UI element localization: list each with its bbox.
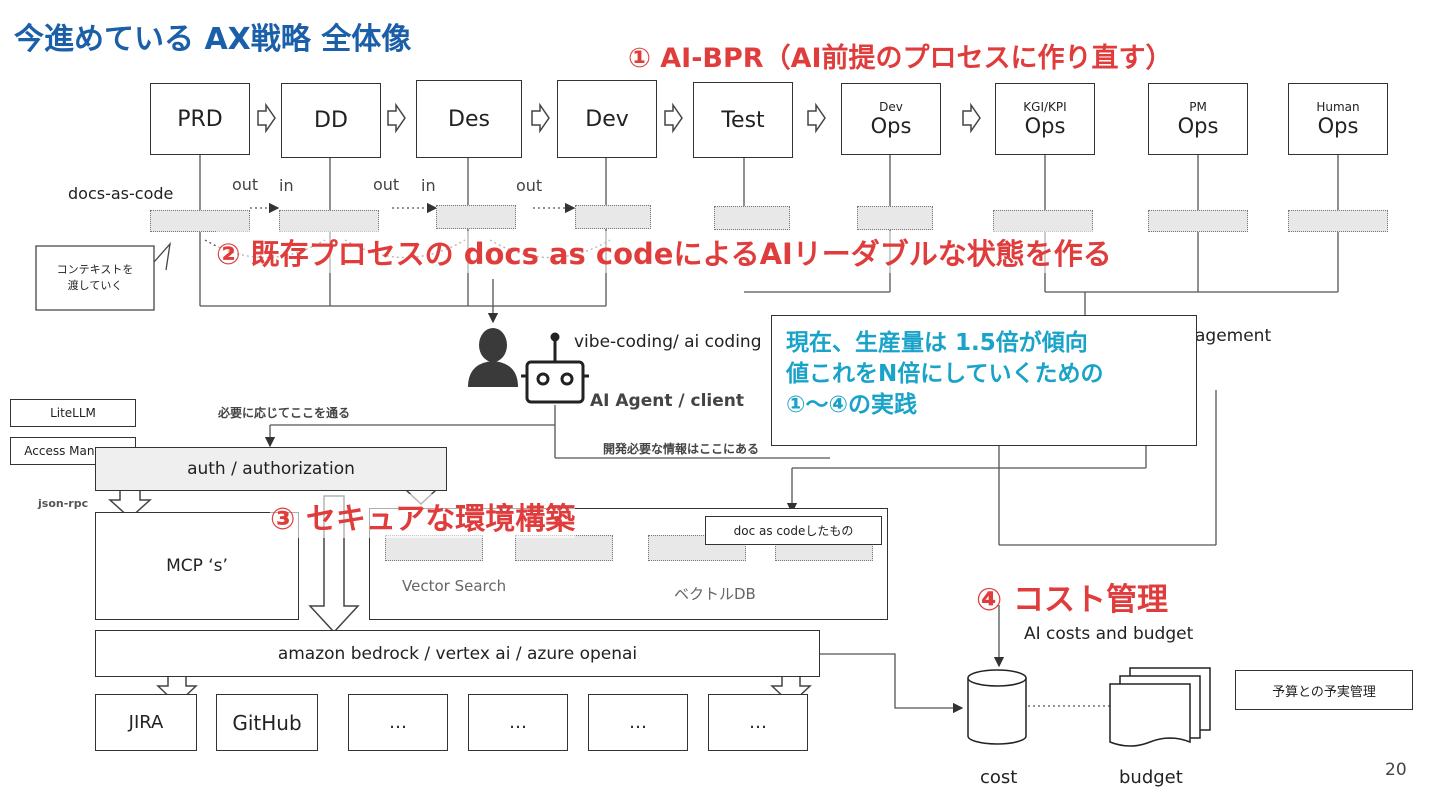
- person-icon: [468, 328, 518, 387]
- stage-prd: PRD: [150, 83, 250, 155]
- needs-pass-label: 必要に応じてここを通る: [218, 406, 351, 420]
- dev-info-label: 開発必要な情報はここにある: [603, 442, 760, 456]
- out-label: out: [232, 175, 259, 194]
- page-number: 20: [1385, 760, 1407, 780]
- budget-mgmt-box: 予算との予実管理: [1235, 670, 1413, 710]
- doc-box: [857, 206, 933, 230]
- doc-box: [1148, 210, 1248, 232]
- doc-box: [993, 210, 1093, 232]
- robot-icon: [521, 332, 589, 404]
- heading-ai-bpr: ① AI-BPR（AI前提のプロセスに作り直す）: [628, 43, 1173, 74]
- heading-docs-as-code: ② 既存プロセスの docs as codeによるAIリーダブルな状態を作る: [216, 231, 1112, 273]
- flow-arrow: [807, 102, 826, 134]
- doc-as-code-done-box: doc as codeしたもの: [705, 516, 882, 545]
- management-label: agement: [1195, 326, 1272, 346]
- context-note: コンテキストを 渡していく: [56, 263, 134, 292]
- tool-jira: JIRA: [95, 694, 197, 751]
- in-label: in: [279, 176, 294, 195]
- stage-des: Des: [416, 80, 522, 158]
- doc-box: [575, 205, 651, 229]
- tool-other: …: [468, 694, 568, 751]
- doc-box: [436, 205, 516, 229]
- doc-box: [515, 535, 613, 561]
- tool-other: …: [588, 694, 688, 751]
- speech-bubble: [35, 241, 171, 311]
- auth-box: auth / authorization: [95, 447, 447, 491]
- vector-search-label: Vector Search: [402, 577, 507, 595]
- callout-text: 現在、生産量は 1.5倍が傾向 値これをN倍にしていくための ①〜④の実践: [786, 330, 1104, 418]
- llm-provider-box: amazon bedrock / vertex ai / azure opena…: [95, 630, 820, 677]
- out-label: out: [373, 175, 400, 194]
- mcp-box: MCP ‘s’: [95, 512, 299, 620]
- tool-other: …: [708, 694, 808, 751]
- ai-costs-label: AI costs and budget: [1024, 624, 1194, 644]
- flow-arrow: [664, 102, 683, 134]
- docs-as-code-label: docs-as-code: [68, 184, 174, 203]
- stage-dev: Dev: [557, 80, 657, 158]
- flow-arrow: [962, 102, 981, 134]
- doc-box: [714, 206, 790, 230]
- stage-dd: DD: [281, 83, 381, 158]
- ai-agent-label: AI Agent / client: [590, 391, 745, 411]
- cost-cylinder-icon: [967, 669, 1027, 745]
- doc-box: [150, 210, 250, 232]
- vibe-coding-label: vibe-coding/ ai coding: [574, 332, 762, 352]
- tool-github: GitHub: [216, 694, 318, 751]
- budget-documents-icon: [1109, 667, 1211, 747]
- doc-box: [279, 210, 379, 232]
- page-title: 今進めている AX戦略 全体像: [14, 22, 412, 57]
- flow-arrow: [531, 102, 550, 134]
- doc-box: [385, 535, 483, 561]
- litellm-box: LiteLLM: [10, 399, 136, 427]
- budget-label: budget: [1119, 767, 1183, 788]
- stage-test: Test: [693, 82, 793, 158]
- cost-label: cost: [980, 767, 1018, 788]
- in-label: in: [421, 176, 436, 195]
- doc-box: [1288, 210, 1388, 232]
- flow-arrow: [257, 102, 276, 134]
- json-rpc-label: json-rpc: [38, 497, 89, 510]
- heading-secure-env: ③ セキュアな環境構築: [270, 494, 576, 538]
- flow-arrow: [387, 102, 406, 134]
- out-label: out: [516, 176, 543, 195]
- tool-other: …: [348, 694, 448, 751]
- heading-cost-mgmt: ④ コスト管理: [976, 582, 1169, 618]
- callout-box: 現在、生産量は 1.5倍が傾向 値これをN倍にしていくための ①〜④の実践: [771, 315, 1197, 446]
- vector-db-label: ベクトルDB: [674, 585, 756, 603]
